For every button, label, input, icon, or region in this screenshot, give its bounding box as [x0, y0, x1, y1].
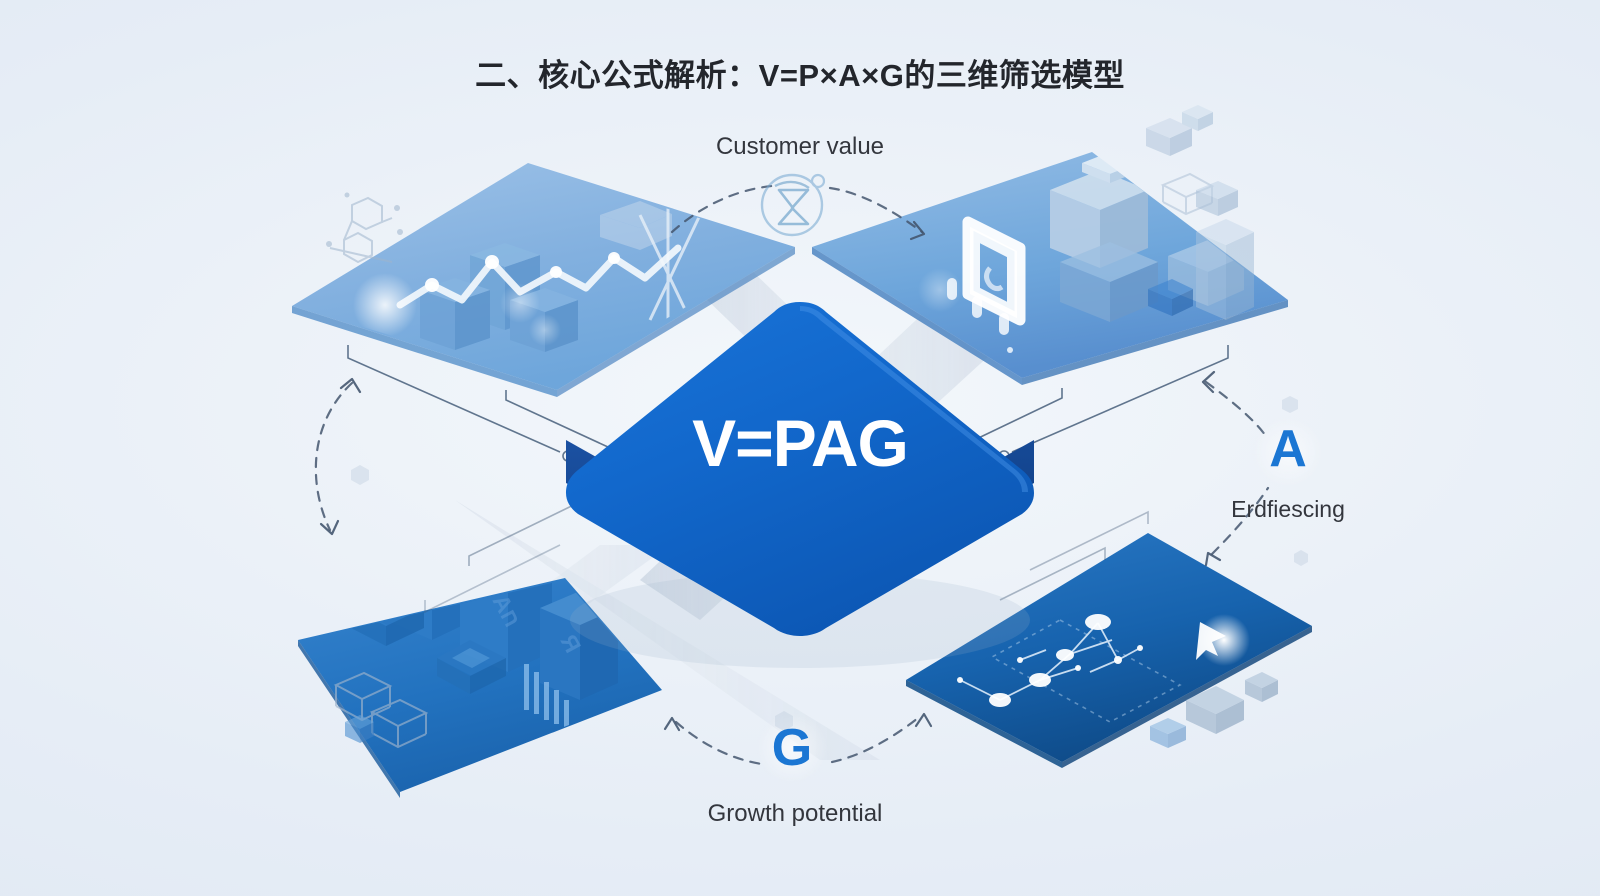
svg-text:ΛUN: ΛUN: [414, 550, 460, 605]
badge-g: G: [771, 719, 813, 777]
connector-lines: [347, 345, 1229, 614]
panel-top-right[interactable]: [812, 105, 1288, 385]
label-growth-potential: Growth potential: [707, 800, 883, 827]
panel-bottom-right[interactable]: [906, 533, 1312, 768]
core-formula-text: V=PAG: [692, 406, 908, 480]
label-erdfiescing: Erdfiescing: [1231, 496, 1345, 522]
cursor-glow-icon: [1196, 614, 1250, 666]
arc-bottom-left-segment: [674, 720, 764, 766]
floating-hex-decoration: [351, 396, 1308, 731]
arc-bottom-right-segment: [830, 716, 920, 764]
badge-a-halo: [1252, 416, 1324, 488]
arc-left: [314, 381, 354, 532]
mini-cubes-decoration: [1150, 672, 1278, 748]
arc-top-left-segment: [670, 184, 774, 234]
panel-top-left[interactable]: [292, 163, 795, 397]
frame-icon: [962, 216, 1026, 326]
badge-a: A: [1269, 420, 1307, 478]
floating-cubes: [1146, 105, 1213, 156]
molecule-decoration: [329, 196, 393, 264]
arrowheads: [319, 220, 1222, 732]
arc-top-right-segment: [828, 186, 924, 234]
core-block[interactable]: V=PAG: [566, 302, 1034, 668]
badge-g-halo: [756, 712, 828, 784]
page-title: 二、核心公式解析：V=P×A×G的三维筛选模型: [475, 58, 1125, 93]
globe-hourglass-icon: [760, 173, 826, 237]
label-customer-value: Customer value: [715, 133, 885, 160]
